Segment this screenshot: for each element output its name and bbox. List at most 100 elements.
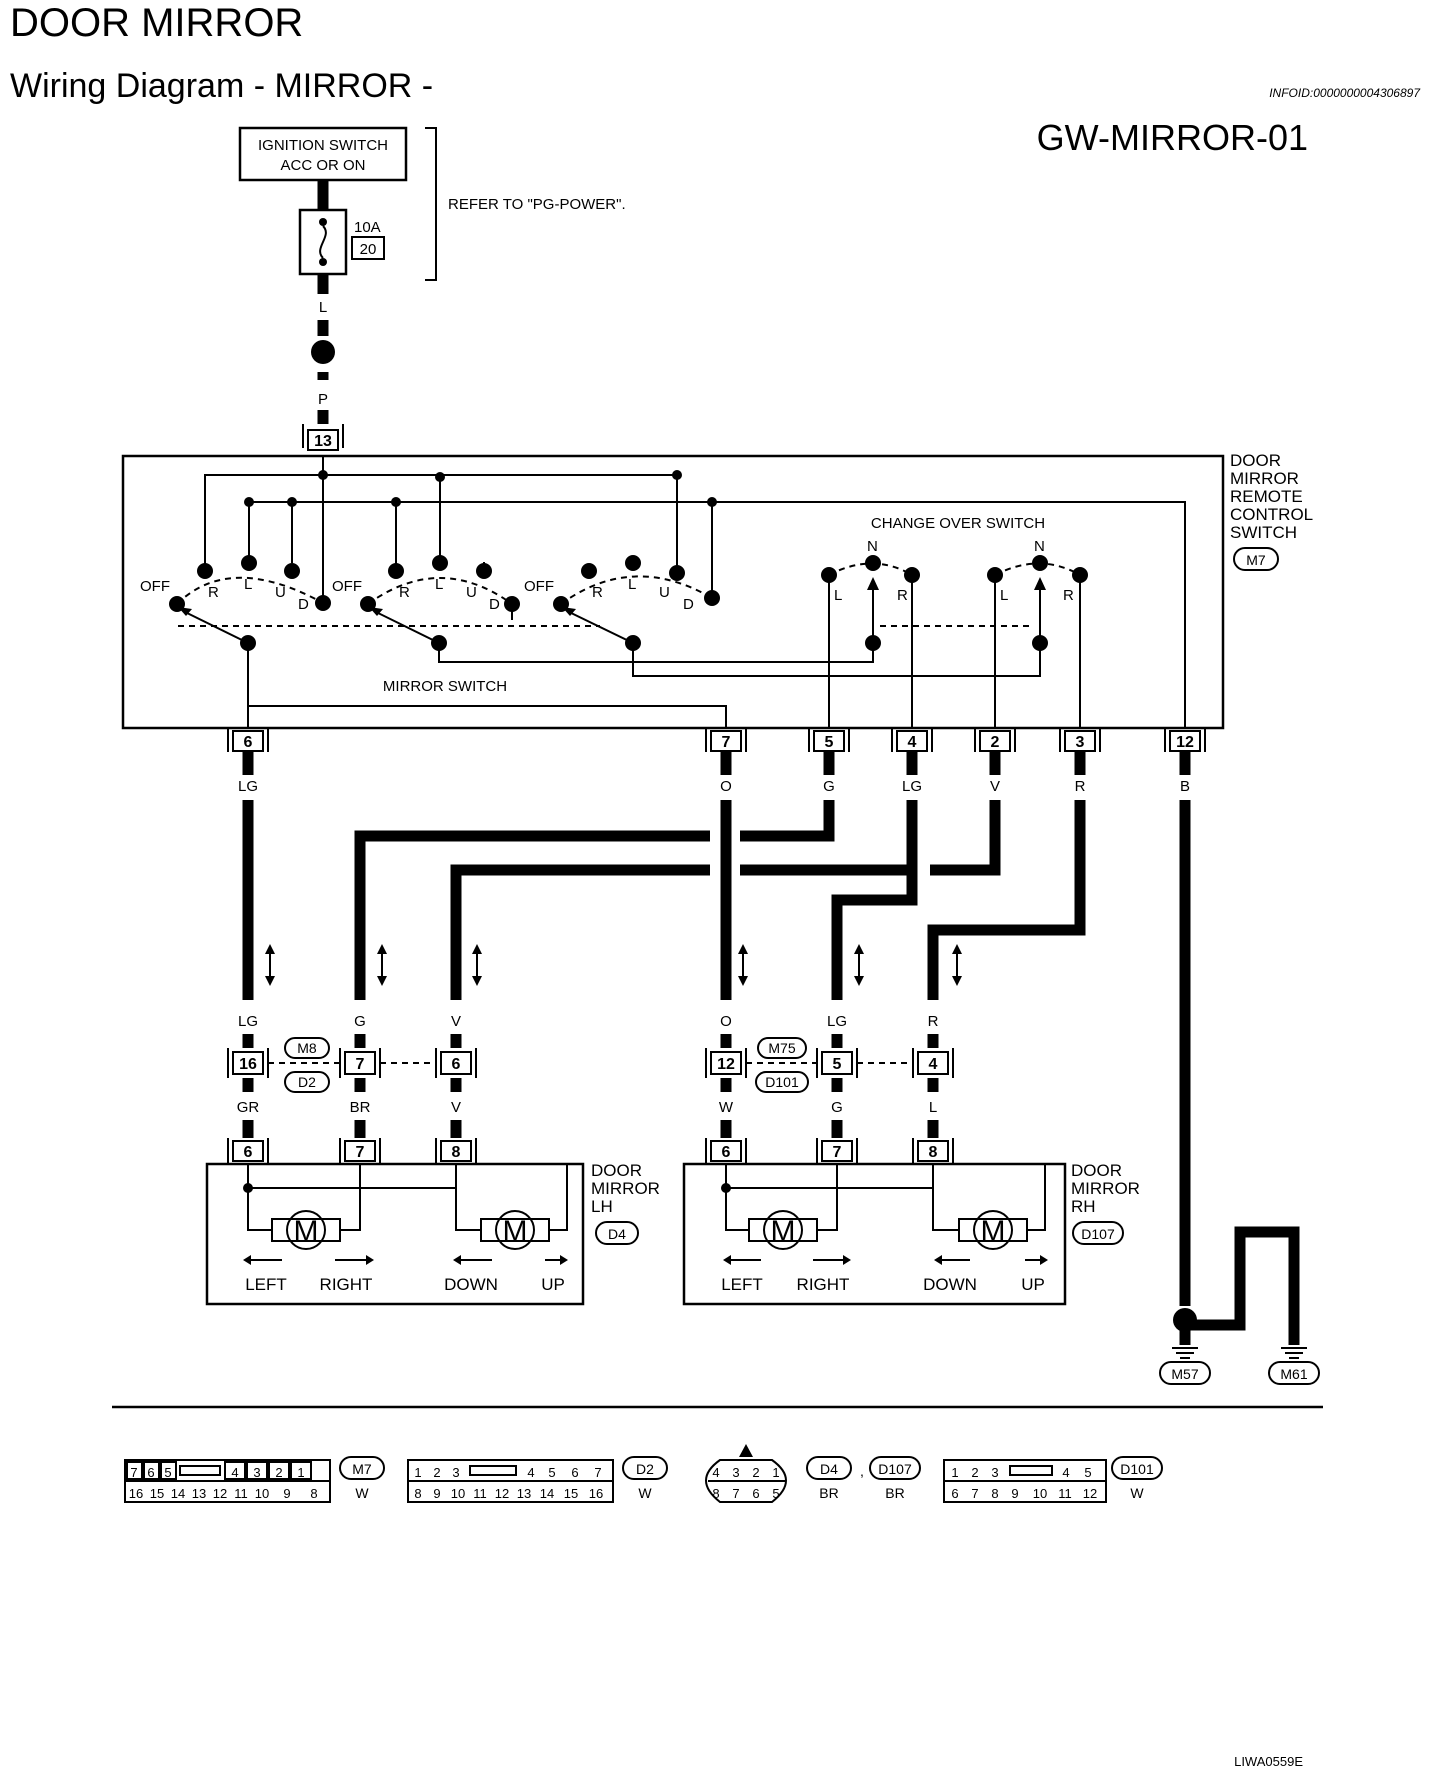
ignition-label-2: ACC OR ON	[280, 157, 365, 174]
junction-rh-bottom-color-5: G	[831, 1099, 843, 1116]
junction-lh-top-color-6: V	[451, 1013, 461, 1030]
m7-bottom-0: 16	[129, 1486, 143, 1501]
pos-n-1: N	[867, 538, 878, 555]
diagram-id: GW-MIRROR-01	[1037, 117, 1308, 158]
legend-d4-separator: ,	[860, 1463, 864, 1479]
m7-top-2: 5	[164, 1465, 171, 1480]
d2-bottom-1: 9	[433, 1486, 440, 1501]
junction-rh-connector-d101: D101	[765, 1074, 799, 1090]
m7-output-pin-12: 12 B	[1164, 728, 1206, 795]
switch-label-line-4: CONTROL	[1230, 505, 1313, 524]
mirror-lh-left: LEFT	[245, 1275, 287, 1294]
m7-pin-7-label: 7	[722, 734, 731, 751]
power-wire-color-p: P	[318, 391, 328, 408]
legend-d4-d107: 4 3 2 1 8 7 6 5 D4 BR , D107 BR	[705, 1444, 921, 1503]
m7-output-pin-3: 3 R	[1059, 728, 1101, 795]
ground-m57: M57	[1171, 1366, 1198, 1382]
pos-u-3: U	[659, 584, 670, 601]
mirror-switch-label: MIRROR SWITCH	[383, 678, 507, 695]
switch-unit-label: DOOR MIRROR REMOTE CONTROL SWITCH M7	[1230, 451, 1313, 571]
m7-bottom-4: 12	[213, 1486, 227, 1501]
m7-pin-12-color: B	[1180, 778, 1190, 795]
info-id: INFOID:0000000004306897	[1269, 86, 1421, 100]
m7-top-7: 1	[297, 1465, 304, 1480]
pos-r-2: R	[399, 584, 410, 601]
junction-lh-connector-m8: M8	[297, 1040, 317, 1056]
d4-bottom-2: 6	[752, 1486, 759, 1501]
mirror-switch-group-2: OFF R L U D	[332, 472, 520, 651]
d2-top-5: 5	[548, 1465, 555, 1480]
ground-splice	[1173, 1308, 1197, 1332]
mirror-rh-pin-7: 7	[833, 1144, 842, 1161]
motor-lh-vertical: M	[503, 1215, 528, 1248]
legend-d4-color: BR	[819, 1485, 838, 1501]
switch-label-line-1: DOOR	[1230, 451, 1281, 470]
junction-rh-connector-m75: M75	[768, 1040, 795, 1056]
refer-text: REFER TO "PG-POWER".	[448, 196, 626, 213]
power-splice	[311, 340, 335, 364]
d101-bottom-6: 12	[1083, 1486, 1097, 1501]
d4-bottom-3: 5	[772, 1486, 779, 1501]
switch-label-line-5: SWITCH	[1230, 523, 1297, 542]
mirror-rh-down: DOWN	[923, 1275, 977, 1294]
junction-lh: LG G V 16 7 6 M8 D2 GR BR V	[227, 1013, 477, 1138]
d2-bottom-2: 10	[451, 1486, 465, 1501]
m7-pin-12-label: 12	[1176, 734, 1194, 751]
d4-bottom-0: 8	[712, 1486, 719, 1501]
d101-bottom-4: 10	[1033, 1486, 1047, 1501]
d101-bottom-2: 8	[991, 1486, 998, 1501]
m7-pin-5-label: 5	[825, 734, 834, 751]
d101-top-5: 5	[1084, 1465, 1091, 1480]
mirror-lh-label-2: MIRROR	[591, 1179, 660, 1198]
change-over-switch-2: N L R	[865, 538, 1088, 651]
m7-top-4: 4	[231, 1465, 238, 1480]
mirror-lh-connector-d4: D4	[608, 1226, 626, 1242]
legend-d101-id: D101	[1120, 1461, 1154, 1477]
m7-pin-6-color: LG	[238, 778, 258, 795]
d4-top-0: 4	[712, 1465, 719, 1480]
harness-arrows	[265, 944, 962, 986]
m7-bottom-7: 9	[283, 1486, 290, 1501]
pos-l-co2: L	[1000, 587, 1008, 604]
ground-wire-color-mid: B	[1235, 1287, 1245, 1304]
motor-rh-vertical: M	[981, 1215, 1006, 1248]
pos-r-co2: R	[1063, 587, 1074, 604]
mirror-rh-pin-6: 6	[722, 1144, 731, 1161]
pos-d-1: D	[298, 596, 309, 613]
junction-rh-top-color-4: R	[928, 1013, 939, 1030]
switch-internal-wiring	[178, 456, 1186, 728]
mirror-lh-down: DOWN	[444, 1275, 498, 1294]
d2-top-2: 3	[452, 1465, 459, 1480]
pos-r-co1: R	[897, 587, 908, 604]
mirror-lh-pin-6: 6	[244, 1144, 253, 1161]
m7-pin-3-label: 3	[1076, 734, 1085, 751]
switch-label-line-2: MIRROR	[1230, 469, 1299, 488]
junction-lh-top-color-16: LG	[238, 1013, 258, 1030]
legend-d2: 1 2 3 4 5 6 7 8 9 10 11 12 13 14 15 16 D…	[407, 1456, 668, 1503]
ignition-label-1: IGNITION SWITCH	[258, 137, 388, 154]
m7-bottom-2: 14	[171, 1486, 185, 1501]
mirror-rh-pin-8: 8	[929, 1144, 938, 1161]
legend-m7-color: W	[355, 1485, 369, 1501]
power-wire-color-l: L	[319, 299, 327, 316]
mirror-rh-right: RIGHT	[797, 1275, 850, 1294]
m7-pin-2-color: V	[990, 778, 1000, 795]
junction-lh-pin-7: 7	[356, 1056, 365, 1073]
junction-rh: O LG R 12 5 4 M75 D101 W G L	[705, 1013, 954, 1138]
pos-u-1: U	[275, 584, 286, 601]
d101-top-1: 2	[971, 1465, 978, 1480]
pos-r-1: R	[208, 584, 219, 601]
pos-u-2: U	[466, 584, 477, 601]
motor-rh-horizontal: M	[771, 1215, 796, 1248]
legend-m7-id: M7	[352, 1461, 372, 1477]
m7-bottom-5: 11	[234, 1486, 248, 1501]
d4-top-2: 2	[752, 1465, 759, 1480]
d2-bottom-7: 15	[564, 1486, 578, 1501]
d2-bottom-4: 12	[495, 1486, 509, 1501]
d2-top-4: 4	[527, 1465, 534, 1480]
pos-d-2: D	[489, 596, 500, 613]
footer-code: LIWA0559E	[1234, 1754, 1303, 1769]
legend-d107-id: D107	[878, 1461, 912, 1477]
ground-m61: M61	[1280, 1366, 1307, 1382]
m7-pin-4-color: LG	[902, 778, 922, 795]
